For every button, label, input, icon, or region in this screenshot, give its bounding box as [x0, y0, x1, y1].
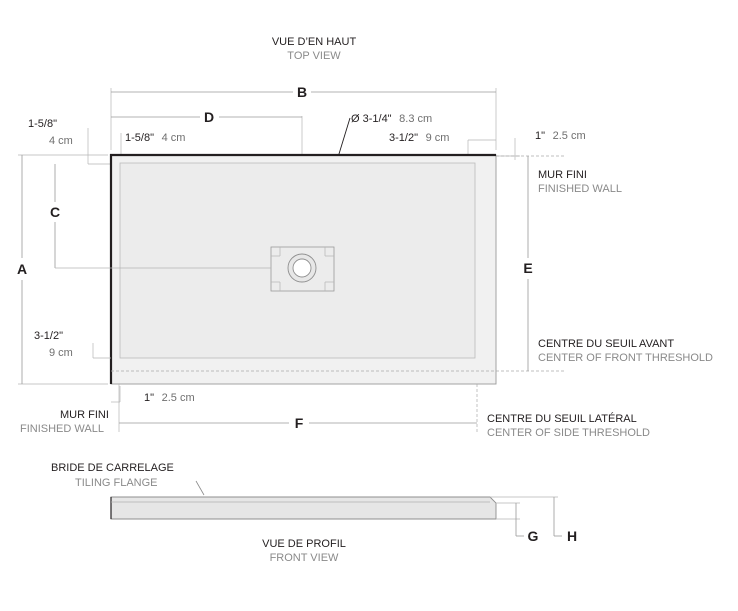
dimension-g — [496, 502, 524, 537]
inner-left-measure: 1-5/8" 4 cm — [125, 126, 185, 145]
dimension-a — [18, 154, 108, 385]
right-measure: 3-1/2" 9 cm — [389, 126, 449, 145]
finished-wall-left-en: FINISHED WALL — [20, 423, 104, 435]
dimension-b-label: B — [297, 84, 307, 100]
top-left-inch: 1-5/8" — [28, 118, 57, 130]
top-left-cm: 4 cm — [49, 135, 73, 147]
dimension-c-label: C — [50, 204, 60, 220]
dimension-d-label: D — [204, 109, 214, 125]
dimension-h-label: H — [567, 528, 577, 544]
dimension-c — [54, 164, 271, 269]
side-threshold-fr: CENTRE DU SEUIL LATÉRAL — [487, 412, 637, 425]
bottom-offset-lines — [111, 386, 121, 403]
top-left-offset-lines — [87, 128, 111, 165]
dimension-f — [118, 384, 478, 434]
top-view-title-en: TOP VIEW — [287, 50, 341, 62]
tiling-flange-fr: BRIDE DE CARRELAGE — [51, 462, 174, 474]
bottom-left-offset-lines — [92, 343, 111, 359]
shower-base-profile — [110, 496, 497, 520]
drain — [270, 246, 335, 292]
front-view-title-en: FRONT VIEW — [270, 552, 339, 564]
dimension-g-label: G — [528, 528, 539, 544]
drain-diameter-label: Ø 3-1/4" 8.3 cm — [351, 107, 432, 126]
side-threshold-en: CENTER OF SIDE THRESHOLD — [487, 427, 650, 439]
dimension-e — [111, 155, 565, 372]
dimension-h — [490, 496, 562, 537]
bottom-left-cm: 9 cm — [49, 347, 73, 359]
tiling-flange-en: TILING FLANGE — [75, 477, 158, 489]
dimension-f-label: F — [295, 415, 304, 431]
top-view-title-fr: VUE D’EN HAUT — [272, 36, 357, 48]
finished-wall-right-en: FINISHED WALL — [538, 183, 622, 195]
finished-wall-right-fr: MUR FINI — [538, 169, 587, 181]
front-view-title-fr: VUE DE PROFIL — [262, 538, 346, 550]
finished-wall-left-fr: MUR FINI — [60, 409, 109, 421]
dimension-a-label: A — [17, 261, 27, 277]
front-threshold-en: CENTER OF FRONT THRESHOLD — [538, 352, 713, 364]
top-right-measure: 1" 2.5 cm — [535, 124, 586, 143]
tiling-flange-leader — [195, 480, 205, 496]
front-threshold-fr: CENTRE DU SEUIL AVANT — [538, 338, 674, 350]
dimension-e-label: E — [523, 260, 532, 276]
top-right-offset-lines — [496, 138, 520, 160]
bottom-left-inch: 3-1/2" — [34, 330, 63, 342]
bottom-measure: 1" 2.5 cm — [144, 386, 195, 405]
